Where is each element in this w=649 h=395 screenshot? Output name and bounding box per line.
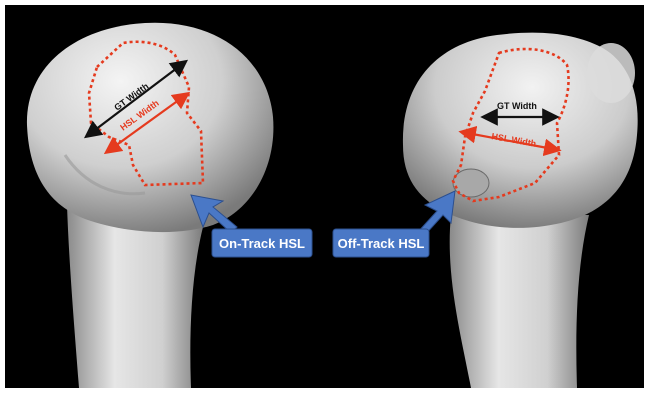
on-track-label: On-Track HSL (219, 236, 305, 251)
left-humerus: GT Width HSL Width (27, 23, 273, 388)
off-track-label: Off-Track HSL (338, 236, 425, 251)
humerus-figure: GT Width HSL Width GT Width HSL Width On… (5, 5, 644, 388)
right-tuberosity (587, 43, 635, 103)
right-gt-width-label: GT Width (497, 101, 537, 111)
left-humerus-shaft (67, 205, 203, 388)
figure-canvas: GT Width HSL Width GT Width HSL Width On… (5, 5, 644, 388)
off-track-callout: Off-Track HSL (333, 191, 455, 257)
right-humerus-shaft (450, 215, 589, 388)
left-humerus-head (27, 23, 273, 232)
